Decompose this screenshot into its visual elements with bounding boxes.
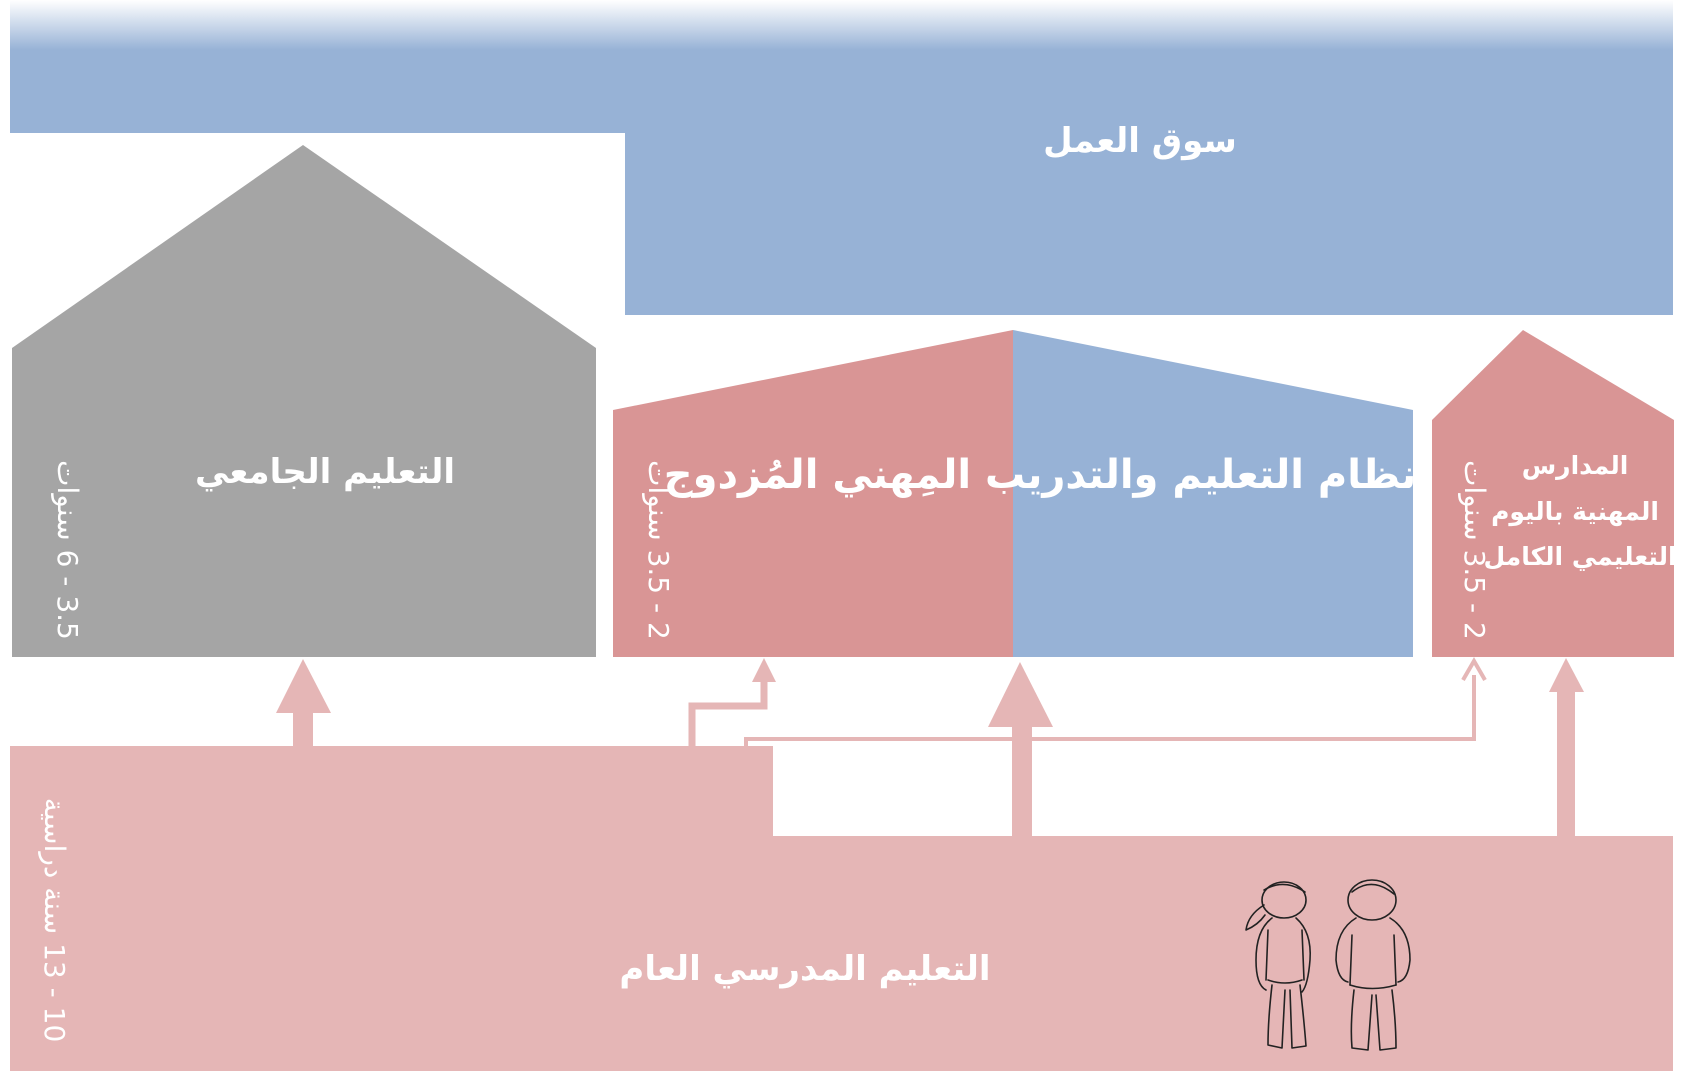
fulltime-vocational-duration: 2 - 3.5 سنوات <box>1458 460 1491 640</box>
university-duration: 3.5 - 6 سنوات <box>51 460 84 640</box>
dual-system-duration: 2 - 3.5 سنوات <box>642 460 675 640</box>
labor-market-label: سوق العمل <box>1043 121 1237 161</box>
arrow-to-dual-system <box>988 662 1053 838</box>
dual-system-house: نظام التعليم والتدريب المِهني المُزدوج 2… <box>613 330 1416 657</box>
labor-market-block: سوق العمل <box>10 0 1673 315</box>
arrow-to-university <box>276 659 331 748</box>
students-sketch-icon <box>1245 879 1411 1051</box>
university-house: التعليم الجامعي 3.5 - 6 سنوات <box>12 145 596 657</box>
thin-arrow-to-fulltime-school <box>744 657 1487 747</box>
fulltime-vocational-label-line-1: المدارس <box>1522 451 1629 480</box>
fulltime-vocational-label-line-3: التعليمي الكامل <box>1483 542 1676 571</box>
university-label: التعليم الجامعي <box>195 452 455 492</box>
general-school-block: التعليم المدرسي العام 10 - 13 سنة دراسية <box>10 746 1673 1071</box>
fulltime-vocational-house: المدارس المهنية باليوم التعليمي الكامل 2… <box>1432 330 1677 657</box>
pathway-arrows <box>276 657 1584 838</box>
dual-system-label: نظام التعليم والتدريب المِهني المُزدوج <box>664 452 1417 498</box>
thin-arrow-to-dual-red <box>688 658 776 747</box>
general-school-label: التعليم المدرسي العام <box>619 949 990 989</box>
arrow-to-fulltime-vocational <box>1549 658 1584 838</box>
general-school-duration: 10 - 13 سنة دراسية <box>38 798 71 1043</box>
fulltime-vocational-label-line-2: المهنية باليوم <box>1491 497 1659 527</box>
